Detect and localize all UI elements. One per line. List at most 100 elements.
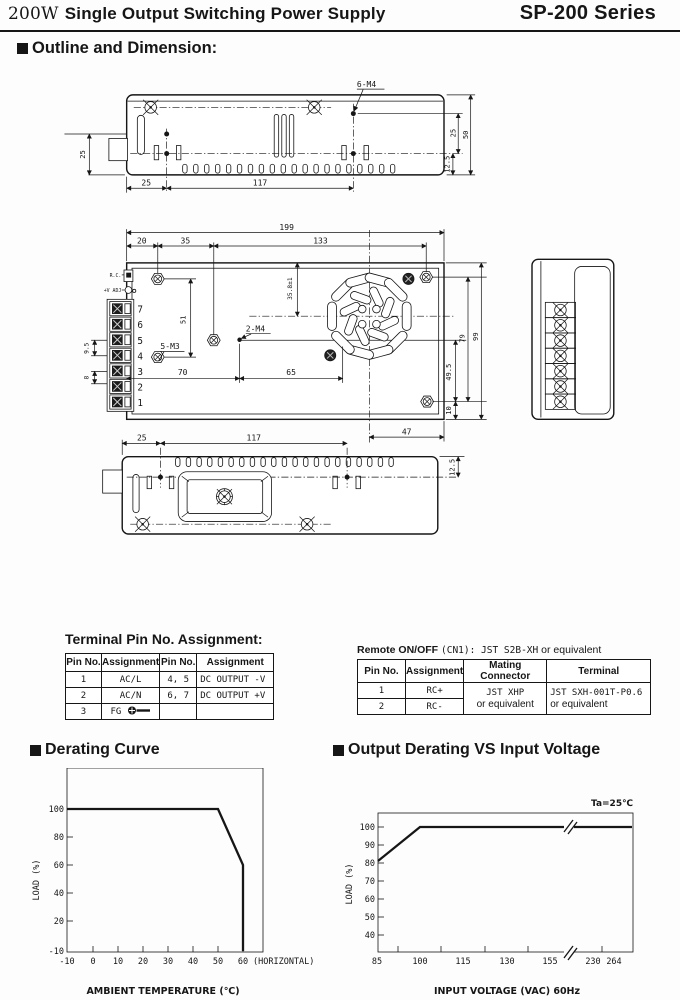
derating-line (67, 807, 245, 951)
x-tick-label: 10 (113, 957, 123, 967)
x-tick-label: 40 (188, 957, 198, 967)
ac-inlet (108, 138, 128, 162)
cell: DC OUTPUT -V (196, 671, 275, 688)
output-derating-line (377, 825, 632, 862)
dim-label: 25 (137, 434, 147, 443)
cell: RC+ (404, 682, 465, 699)
cell: RC- (404, 698, 465, 715)
section-bullet-icon (30, 744, 41, 756)
dim-label: 70 (178, 368, 188, 377)
y-tick-label: -10 (49, 947, 64, 957)
pin-number: 2 (137, 382, 143, 393)
cell: 1 (65, 671, 102, 688)
terminal-block (106, 298, 135, 412)
column-header: Pin No. (159, 653, 198, 672)
header-divider (0, 30, 680, 33)
x-tick-label: 100 (412, 957, 427, 967)
y-tick-label: 80 (54, 833, 64, 843)
y-tick-label: 60 (365, 895, 375, 905)
output-derating-heading: Output Derating VS Input Voltage (333, 741, 600, 759)
output-derating-heading-label: Output Derating VS Input Voltage (348, 741, 601, 758)
top-view: 6-M4 12.5 25 50 25 25 117 (64, 80, 476, 193)
cell: 1 (357, 682, 406, 699)
x-tick-label: 230 (585, 957, 600, 967)
cell: AC/L (100, 671, 161, 688)
x-tick-label: 115 (455, 957, 470, 967)
y-axis-label: LOAD (%) (345, 864, 355, 905)
table-row: 1 RC+ JST XHP or equivalent JST SXH-001T… (357, 682, 652, 715)
product-title: Single Output Switching Power Supply (64, 4, 386, 23)
series-title: SP-200 Series (519, 2, 656, 24)
dim-label: 117 (253, 179, 268, 188)
cell: 6, 7 (159, 687, 198, 704)
dim-label: 79 (457, 334, 466, 343)
x-tick-label: -10 (59, 957, 74, 967)
y-tick-label: 100 (360, 823, 375, 833)
mounting-screw-icon (134, 516, 151, 533)
bottom-vent-row (175, 457, 394, 467)
outline-heading-label: Outline and Dimension: (32, 39, 218, 57)
dim-label: 5-M3 (160, 342, 179, 351)
dim-label: 2-M4 (246, 324, 265, 333)
vadj-label: +V ADJ (104, 288, 122, 294)
dim-label: 9.5 (83, 342, 90, 353)
x-axis-label: INPUT VOLTAGE (VAC) 60Hz (434, 986, 581, 997)
remote-table-title: Remote ON/OFF (CN1): JST S2B-XH or equiv… (357, 644, 602, 656)
y-tick-label: 90 (365, 841, 375, 851)
pin-number: 6 (137, 320, 143, 331)
axis-break-icon (563, 945, 578, 961)
chassis-screw-icon (206, 334, 221, 347)
y-axis-label: LOAD (%) (32, 860, 42, 901)
y-tick-label: 80 (365, 859, 375, 869)
cell: DC OUTPUT +V (196, 687, 275, 704)
dim-label: 47 (402, 427, 412, 436)
dim-label: 12.5 (448, 459, 457, 476)
y-tick-label: 20 (54, 917, 64, 927)
table-row: 3 FG (65, 703, 275, 720)
front-view: R.C. +V ADJ (83, 223, 487, 443)
column-header: Pin No. (65, 653, 102, 672)
fan-grille (327, 271, 412, 361)
dim-label: 49.5 (444, 364, 453, 381)
x-tick-label: 30 (163, 957, 173, 967)
pin-number: 5 (137, 336, 143, 347)
y-tick-label: 60 (54, 861, 64, 871)
pin-number: 7 (137, 305, 143, 316)
x-tick-label: 60 (238, 957, 248, 967)
chassis-screw-icon (150, 351, 165, 364)
dim-label: 25 (78, 150, 87, 159)
dim-label: 12.5 (442, 156, 451, 173)
x-tick-label: 20 (138, 957, 148, 967)
derating-curve-heading: Derating Curve (30, 741, 160, 759)
mounting-screw-icon (299, 516, 316, 533)
column-header: Assignment (404, 659, 465, 683)
output-derating-chart: Ta=25℃ 100 90 80 70 60 50 40 85 100 115 … (345, 799, 634, 997)
dim-label: 6-M4 (357, 80, 376, 89)
chart-annotation: Ta=25℃ (591, 799, 633, 809)
column-header: Assignment (100, 653, 161, 672)
dim-label: 50 (461, 131, 470, 140)
x-tick-label: 85 (372, 957, 382, 967)
pin-number: 4 (137, 351, 143, 362)
table-row: 1 AC/L 4, 5 DC OUTPUT -V (65, 671, 275, 688)
dim-label: 117 (247, 434, 262, 443)
dim-label: 99 (471, 332, 480, 341)
y-tick-label: 70 (365, 877, 375, 887)
column-header: Assignment (196, 653, 275, 672)
dim-label: 51 (178, 315, 187, 324)
pin-table: Pin No. Assignment Pin No. Assignment 1 … (65, 653, 275, 720)
derating-curve-chart: 100 80 60 40 20 -10 -10 0 10 20 30 40 50… (32, 768, 314, 997)
side-view (531, 258, 615, 421)
x-axis-suffix: (HORIZONTAL) (253, 957, 314, 967)
mating-connector-cell: JST XHP or equivalent (463, 682, 548, 715)
x-tick-label: 264 (606, 957, 621, 967)
x-tick-label: 50 (213, 957, 223, 967)
rc-label: R.C. (110, 273, 122, 279)
outline-drawing: 6-M4 12.5 25 50 25 25 117 R.C. +V ADJ (64, 80, 615, 535)
y-tick-label: 50 (365, 913, 375, 923)
pin-number: 3 (137, 367, 143, 378)
pin-assignment-table: Terminal Pin No. Assignment: Pin No. Ass… (65, 631, 275, 720)
cell (196, 703, 275, 720)
